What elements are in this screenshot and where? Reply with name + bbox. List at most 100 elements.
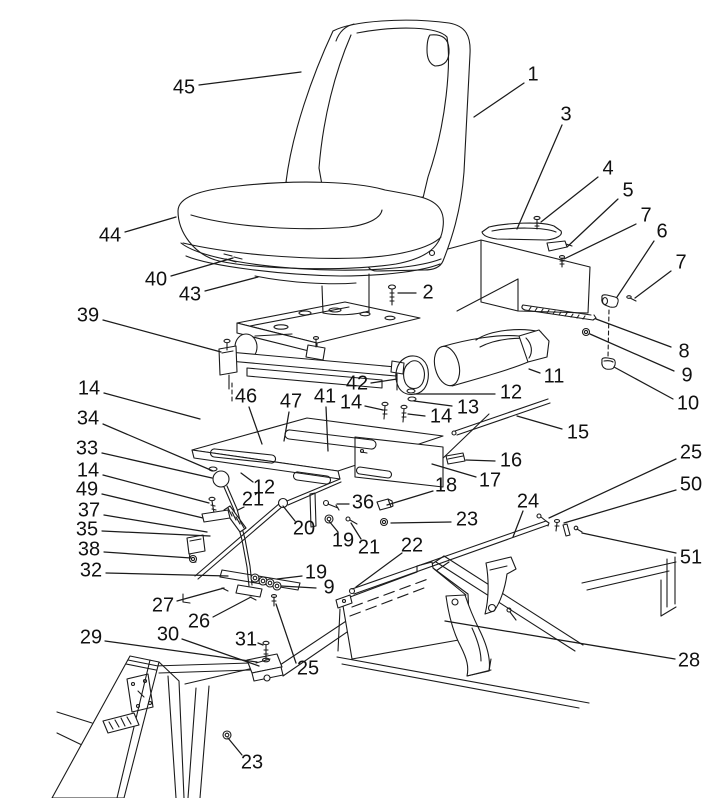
part-label-29: 29 (80, 626, 102, 648)
bracket-17 (354, 436, 444, 488)
bracket-39 (218, 345, 238, 376)
leader-line-6 (616, 240, 655, 298)
leader-line-14 (364, 405, 384, 411)
part-label-32: 32 (80, 559, 102, 581)
part-label-39: 39 (77, 304, 99, 326)
console-tower (51, 640, 284, 798)
leader-line-12 (240, 472, 254, 483)
leader-line-51 (581, 532, 677, 554)
bolt-2 (387, 284, 397, 290)
part-label-8: 8 (678, 340, 689, 362)
leader-line-30 (181, 638, 260, 667)
leader-line-18 (386, 490, 434, 506)
part-label-3: 3 (560, 103, 571, 125)
part-label-46: 46 (235, 385, 257, 407)
leader-line-11 (528, 368, 541, 374)
part-label-50: 50 (680, 473, 702, 495)
part-label-43: 43 (179, 283, 201, 305)
rack-8 (521, 304, 597, 321)
floor-panel-and-brackets (335, 513, 583, 677)
part-label-38: 38 (78, 538, 100, 560)
part-label-12: 12 (500, 381, 522, 403)
armrest-and-fasteners (481, 215, 637, 370)
leader-line-29 (104, 640, 258, 663)
rod-24 (351, 520, 547, 590)
leader-line-5 (566, 198, 619, 248)
seat-cushion (177, 181, 444, 270)
part-label-13: 13 (457, 396, 479, 418)
leader-line-15 (516, 415, 563, 430)
part-label-33: 33 (76, 437, 98, 459)
leader-line-20 (282, 505, 296, 522)
part-label-4: 4 (602, 157, 613, 179)
part-label-11: 11 (544, 365, 565, 387)
leader-line-21 (350, 522, 362, 540)
leader-line-46 (248, 406, 263, 445)
part-label-27: 27 (152, 594, 174, 616)
part-label-40: 40 (145, 268, 167, 290)
leader-line-21 (237, 506, 245, 511)
leader-line-40 (170, 257, 234, 277)
rod-20-ball (277, 497, 289, 509)
leader-line-26 (212, 596, 252, 618)
part-label-17: 17 (479, 469, 501, 491)
leader-line-35 (101, 530, 211, 537)
part-label-42: 42 (346, 372, 368, 394)
part-label-21: 21 (242, 488, 264, 510)
part-label-2: 2 (422, 281, 433, 303)
part-label-19: 19 (332, 529, 354, 551)
leader-line-19 (328, 520, 339, 533)
leader-line-7 (634, 270, 672, 299)
part-label-25: 25 (297, 657, 319, 679)
cylinder-11 (433, 329, 550, 387)
leader-line-43 (204, 276, 259, 292)
leader-line-49 (101, 493, 204, 519)
part-label-10: 10 (677, 392, 699, 414)
part-label-14: 14 (430, 405, 452, 427)
leader-line-37 (103, 514, 208, 533)
part-label-34: 34 (77, 407, 99, 429)
leader-line-50 (563, 489, 677, 524)
part-label-7: 7 (675, 251, 686, 273)
leader-line-17 (431, 463, 477, 478)
seat (177, 19, 471, 316)
part-label-25: 25 (680, 441, 702, 463)
part-label-14: 14 (78, 377, 100, 399)
leader-line-45 (198, 71, 302, 86)
leader-line-8 (595, 318, 672, 348)
part-label-19: 19 (305, 561, 327, 583)
suspension-assembly (218, 284, 550, 423)
latch-mechanism (182, 466, 342, 607)
leader-line-13 (413, 400, 453, 407)
leader-line-24 (512, 510, 524, 538)
leader-line-14 (407, 413, 426, 417)
leader-line-23 (390, 521, 452, 524)
part-label-7: 7 (640, 204, 651, 226)
labels-layer: 4544404313457672891011121314153914343314… (76, 63, 702, 773)
part-label-47: 47 (280, 390, 302, 412)
leader-line-39 (102, 319, 222, 353)
part-label-22: 22 (401, 534, 423, 556)
leader-line-41 (325, 406, 329, 452)
part-label-24: 24 (517, 490, 539, 512)
part-label-49: 49 (76, 478, 98, 500)
leader-line-28 (444, 620, 676, 660)
bracket-16 (445, 452, 466, 465)
part-label-16: 16 (500, 449, 522, 471)
leader-line-19 (276, 575, 303, 580)
leader-line-9 (280, 585, 317, 589)
leader-line-25 (275, 603, 297, 664)
part-label-15: 15 (567, 421, 589, 443)
part-label-6: 6 (656, 220, 667, 242)
leader-line-9 (589, 333, 675, 372)
part-label-45: 45 (173, 76, 195, 98)
leader-line-4 (540, 176, 599, 223)
part-label-1: 1 (527, 63, 538, 85)
leader-line-10 (613, 366, 674, 400)
leader-line-34 (102, 423, 214, 472)
leader-line-14 (103, 392, 201, 420)
leader-line-16 (465, 459, 496, 462)
part-label-5: 5 (622, 179, 633, 201)
